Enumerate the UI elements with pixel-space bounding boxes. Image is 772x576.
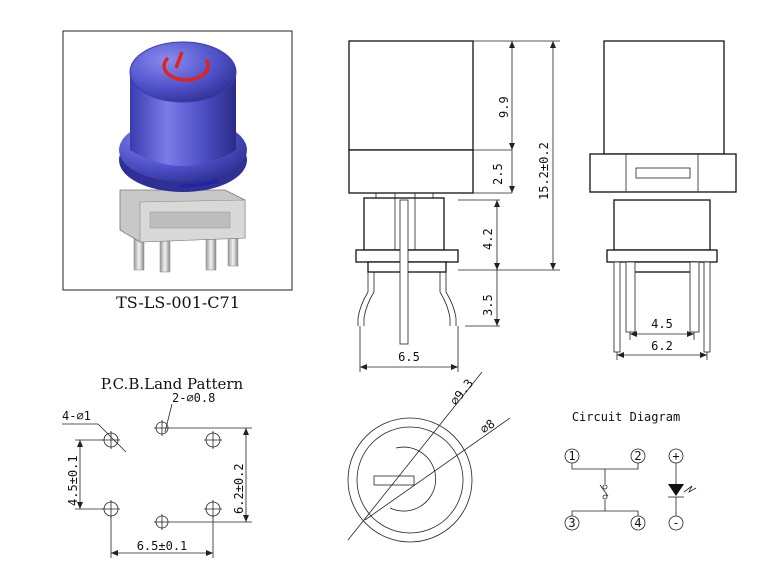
dim-pin-length: 3.5 [481, 294, 495, 316]
pcb-dim-horizontal: 6.5±0.1 [137, 539, 188, 553]
pin-2 [630, 448, 646, 464]
pcb-title: P.C.B.Land Pattern [101, 375, 244, 393]
pin-2-label: 2 [634, 449, 641, 463]
pcb-dim-vertical: 4.5±0.1 [66, 455, 80, 506]
dim-front-inner: 4.5 [651, 317, 673, 331]
top-dim-outer: ⌀9.3 [447, 376, 476, 407]
pin-3 [564, 515, 580, 531]
pcb-hole [102, 431, 120, 449]
top-view [347, 371, 511, 543]
circuit-title: Circuit Diagram [572, 410, 680, 424]
pcb-hole-small-label: 2-⌀0.8 [172, 391, 215, 405]
led-symbol [668, 484, 684, 496]
led-plus-label: + [672, 449, 679, 463]
dim-cap-height: 9.9 [497, 96, 511, 118]
pcb-dim-vertical-right: 6.2±0.2 [232, 463, 246, 514]
pcb-hole-small [154, 420, 170, 436]
pcb-hole [102, 500, 120, 518]
pcb-hole-small [154, 514, 170, 530]
pin-3-label: 3 [568, 516, 575, 530]
dim-collar: 2.5 [491, 163, 505, 185]
product-photo [62, 30, 293, 291]
pin-1 [564, 448, 580, 464]
pin-4 [630, 515, 646, 531]
dim-body-height: 4.2 [481, 228, 495, 250]
dim-total-height: 15.2±0.2 [537, 142, 551, 200]
dim-front-outer: 6.2 [651, 339, 673, 353]
led-minus-label: - [672, 516, 679, 530]
model-label: TS-LS-001-C71 [116, 293, 240, 312]
pcb-hole [204, 500, 222, 518]
side-view [348, 40, 560, 372]
circuit-diagram [564, 448, 697, 531]
top-dim-inner: ⌀8 [478, 417, 498, 437]
front-view [589, 40, 737, 360]
pin-1-label: 1 [568, 449, 575, 463]
pcb-hole-large-label: 4-⌀1 [62, 409, 91, 423]
pin-4-label: 4 [634, 516, 641, 530]
pcb-land-pattern [62, 403, 252, 558]
pcb-hole [204, 431, 222, 449]
dim-side-width: 6.5 [398, 350, 420, 364]
